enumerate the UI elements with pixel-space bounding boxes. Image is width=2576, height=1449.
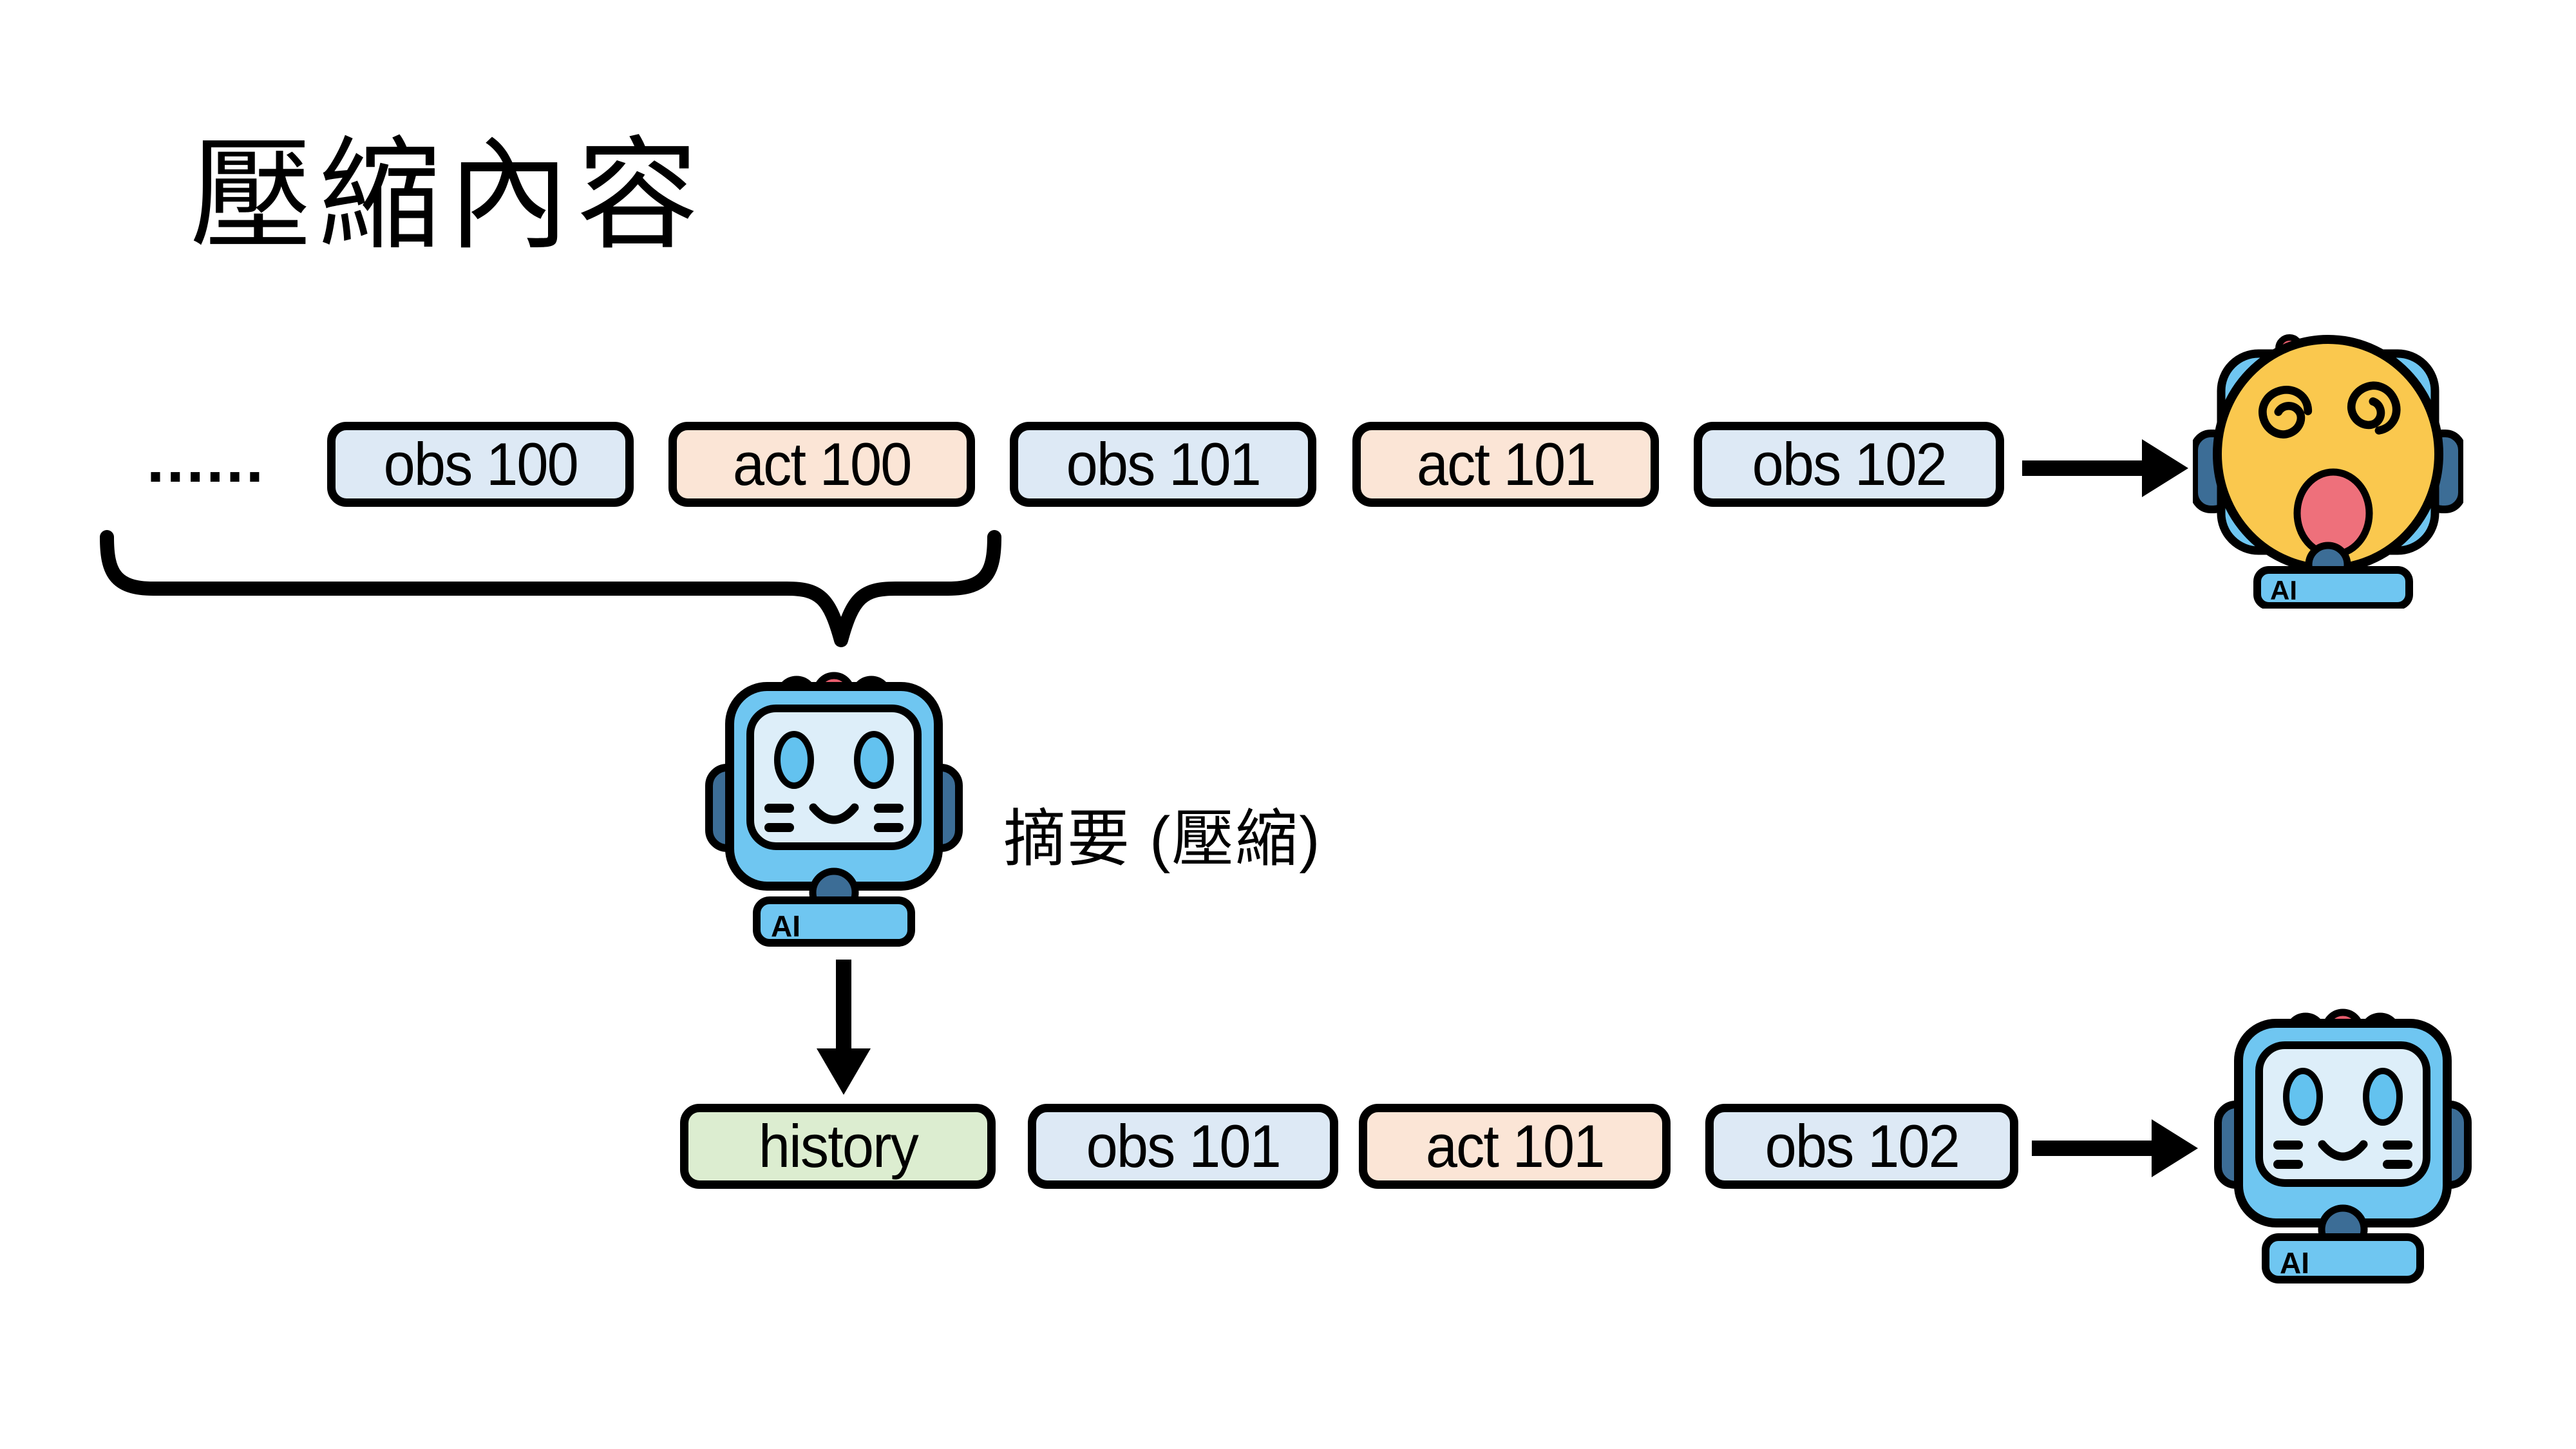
top-box-obs-100: obs 100	[327, 422, 634, 507]
dizzy-ai-agent-icon: AI	[2193, 334, 2463, 609]
bottom-box-history-label: history	[758, 1112, 918, 1180]
bottom-box-obs-102-label: obs 102	[1765, 1112, 1960, 1180]
top-box-act-101: act 101	[1352, 422, 1659, 507]
smile-icon	[2318, 1140, 2368, 1161]
top-box-obs-100-label: obs 100	[383, 430, 578, 498]
bottom-box-obs-101-label: obs 101	[1086, 1112, 1281, 1180]
spiral-eye-left-icon	[2259, 386, 2313, 439]
bottom-box-obs-102: obs 102	[1705, 1104, 2018, 1189]
top-box-obs-102: obs 102	[1694, 422, 2004, 507]
history-ellipsis: ......	[146, 423, 266, 496]
arrow-right-to-dizzy-agent-icon	[2022, 439, 2188, 497]
open-mouth-icon	[2293, 468, 2373, 558]
page-title: 壓縮內容	[190, 128, 706, 264]
bottom-box-history: history	[680, 1104, 996, 1189]
underbrace-icon	[100, 530, 1001, 647]
top-box-obs-101: obs 101	[1010, 422, 1316, 507]
top-box-act-100: act 100	[668, 422, 975, 507]
top-box-act-101-label: act 101	[1416, 430, 1596, 498]
smile-icon	[809, 803, 859, 824]
top-box-obs-101-label: obs 101	[1066, 430, 1261, 498]
arrow-down-to-history-icon	[817, 960, 871, 1095]
bottom-box-act-101: act 101	[1359, 1104, 1671, 1189]
summarizer-chest-label: AI	[771, 909, 800, 943]
happy-ai-agent-icon: AI	[2214, 1009, 2472, 1283]
bottom-box-obs-101: obs 101	[1028, 1104, 1338, 1189]
bottom-box-act-101-label: act 101	[1425, 1112, 1605, 1180]
summarize-compress-label: 摘要 (壓縮)	[1003, 803, 1321, 874]
arrow-right-to-happy-agent-icon	[2032, 1119, 2198, 1177]
summarizer-ai-robot-icon: AI	[705, 672, 963, 947]
happy-agent-chest-label: AI	[2280, 1246, 2309, 1280]
dizzy-agent-chest-label: AI	[2270, 575, 2297, 605]
top-box-obs-102-label: obs 102	[1752, 430, 1947, 498]
spiral-eye-right-icon	[2347, 381, 2401, 435]
top-box-act-100-label: act 100	[732, 430, 913, 498]
